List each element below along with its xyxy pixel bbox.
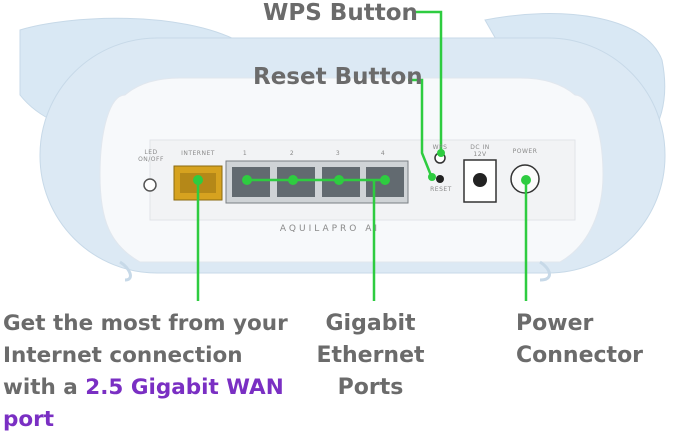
brand-label: AQUILAPRO AI bbox=[279, 224, 381, 234]
reset-label: RESET bbox=[430, 186, 452, 193]
port-number-3: 3 bbox=[335, 150, 341, 157]
gigabit-callout: Gigabit Ethernet Ports bbox=[316, 311, 425, 400]
wps-label: WPS bbox=[432, 144, 448, 151]
internet-callout-text: Get the most from your Internet connecti… bbox=[3, 311, 288, 400]
internet-label: INTERNET bbox=[181, 150, 215, 157]
led-button bbox=[143, 178, 157, 192]
power-label: POWER bbox=[512, 148, 538, 155]
reset-pinhole bbox=[436, 175, 444, 183]
power-callout: Power Connector bbox=[516, 311, 644, 368]
internet-callout: Get the most from your Internet connecti… bbox=[3, 308, 293, 436]
lan-line bbox=[247, 178, 385, 301]
internet-callout-highlight: 2.5 Gigabit WAN port bbox=[3, 375, 284, 432]
port-number-1: 1 bbox=[242, 150, 248, 157]
port-number-4: 4 bbox=[380, 150, 386, 157]
wps-callout: WPS Button bbox=[263, 0, 418, 26]
port-number-2: 2 bbox=[289, 150, 295, 157]
wps-line bbox=[412, 10, 443, 152]
reset-line bbox=[408, 78, 434, 179]
reset-callout: Reset Button bbox=[253, 64, 423, 90]
